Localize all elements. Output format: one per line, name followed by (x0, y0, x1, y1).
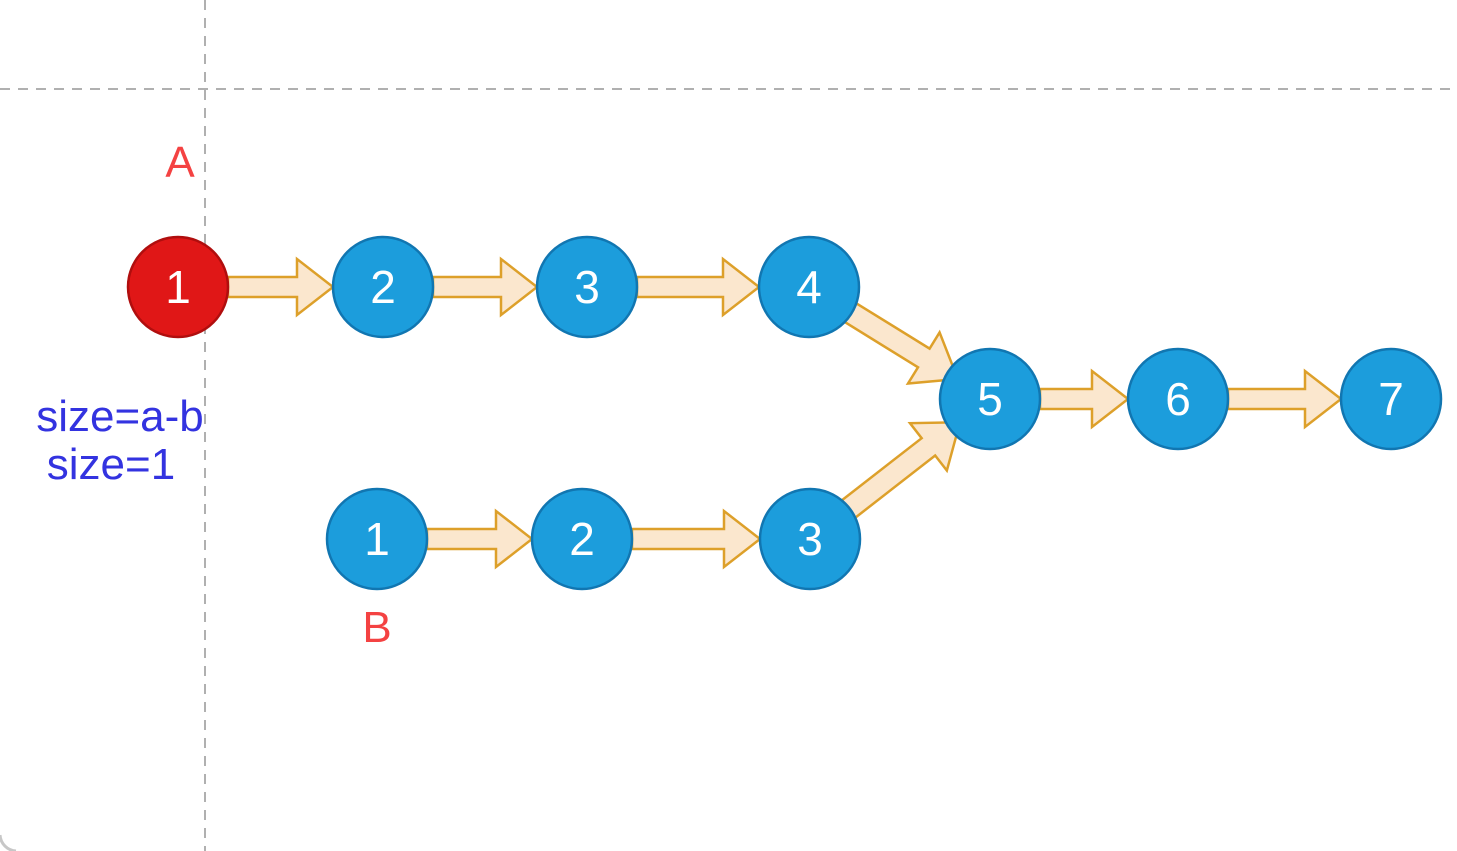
node-b2-circle (530, 487, 634, 591)
node-b3: 3 (758, 487, 862, 591)
node-a1-value: 1 (165, 261, 191, 313)
arrow-a4-m5-icon (835, 296, 960, 385)
size-annotation-line1: size=a-b (36, 392, 204, 441)
node-a3: 3 (535, 235, 639, 339)
node-m5: 5 (938, 347, 1042, 451)
node-m6-circle (1126, 347, 1230, 451)
node-a3-value: 3 (574, 261, 600, 313)
arrow-b3-m5-icon (833, 421, 962, 525)
node-a1-circle (126, 235, 230, 339)
node-a2-value: 2 (370, 261, 396, 313)
arrow-a1-a2-icon (226, 256, 336, 318)
node-m5-circle (938, 347, 1042, 451)
node-a4-value: 4 (796, 261, 822, 313)
arrow-b3-m5-group (833, 421, 962, 525)
list-b-label: B (362, 603, 391, 652)
arrow-m5-m6-icon (1038, 368, 1131, 430)
node-m6-value: 6 (1165, 373, 1191, 425)
screenshot-corner-artifact (0, 834, 17, 851)
node-a2-circle (331, 235, 435, 339)
labels-layer: A B size=a-b size=1 (36, 138, 391, 652)
node-b1: 1 (325, 487, 429, 591)
node-b3-value: 3 (797, 513, 823, 565)
nodes-layer: 1 2 3 4 1 2 (126, 235, 1443, 591)
node-m7-circle (1339, 347, 1443, 451)
arrow-b1-b2-icon (425, 508, 535, 570)
arrow-m6-m7-icon (1226, 368, 1344, 430)
node-a4-circle (757, 235, 861, 339)
node-m7-value: 7 (1378, 373, 1404, 425)
arrow-a2-a3-icon (431, 256, 540, 318)
node-a3-circle (535, 235, 639, 339)
node-a1: 1 (126, 235, 230, 339)
node-m7: 7 (1339, 347, 1443, 451)
node-b2-value: 2 (569, 513, 595, 565)
arrow-a4-m5-group (835, 296, 960, 385)
arrow-b2-b3-icon (630, 508, 763, 570)
node-m5-value: 5 (977, 373, 1003, 425)
node-b1-circle (325, 487, 429, 591)
node-b1-value: 1 (364, 513, 390, 565)
size-annotation-line2: size=1 (47, 440, 175, 489)
list-a-label: A (165, 138, 195, 187)
node-b2: 2 (530, 487, 634, 591)
arrow-a3-a4-icon (635, 256, 762, 318)
node-m6: 6 (1126, 347, 1230, 451)
node-a2: 2 (331, 235, 435, 339)
node-b3-circle (758, 487, 862, 591)
node-a4: 4 (757, 235, 861, 339)
arrows-layer (226, 256, 1344, 570)
